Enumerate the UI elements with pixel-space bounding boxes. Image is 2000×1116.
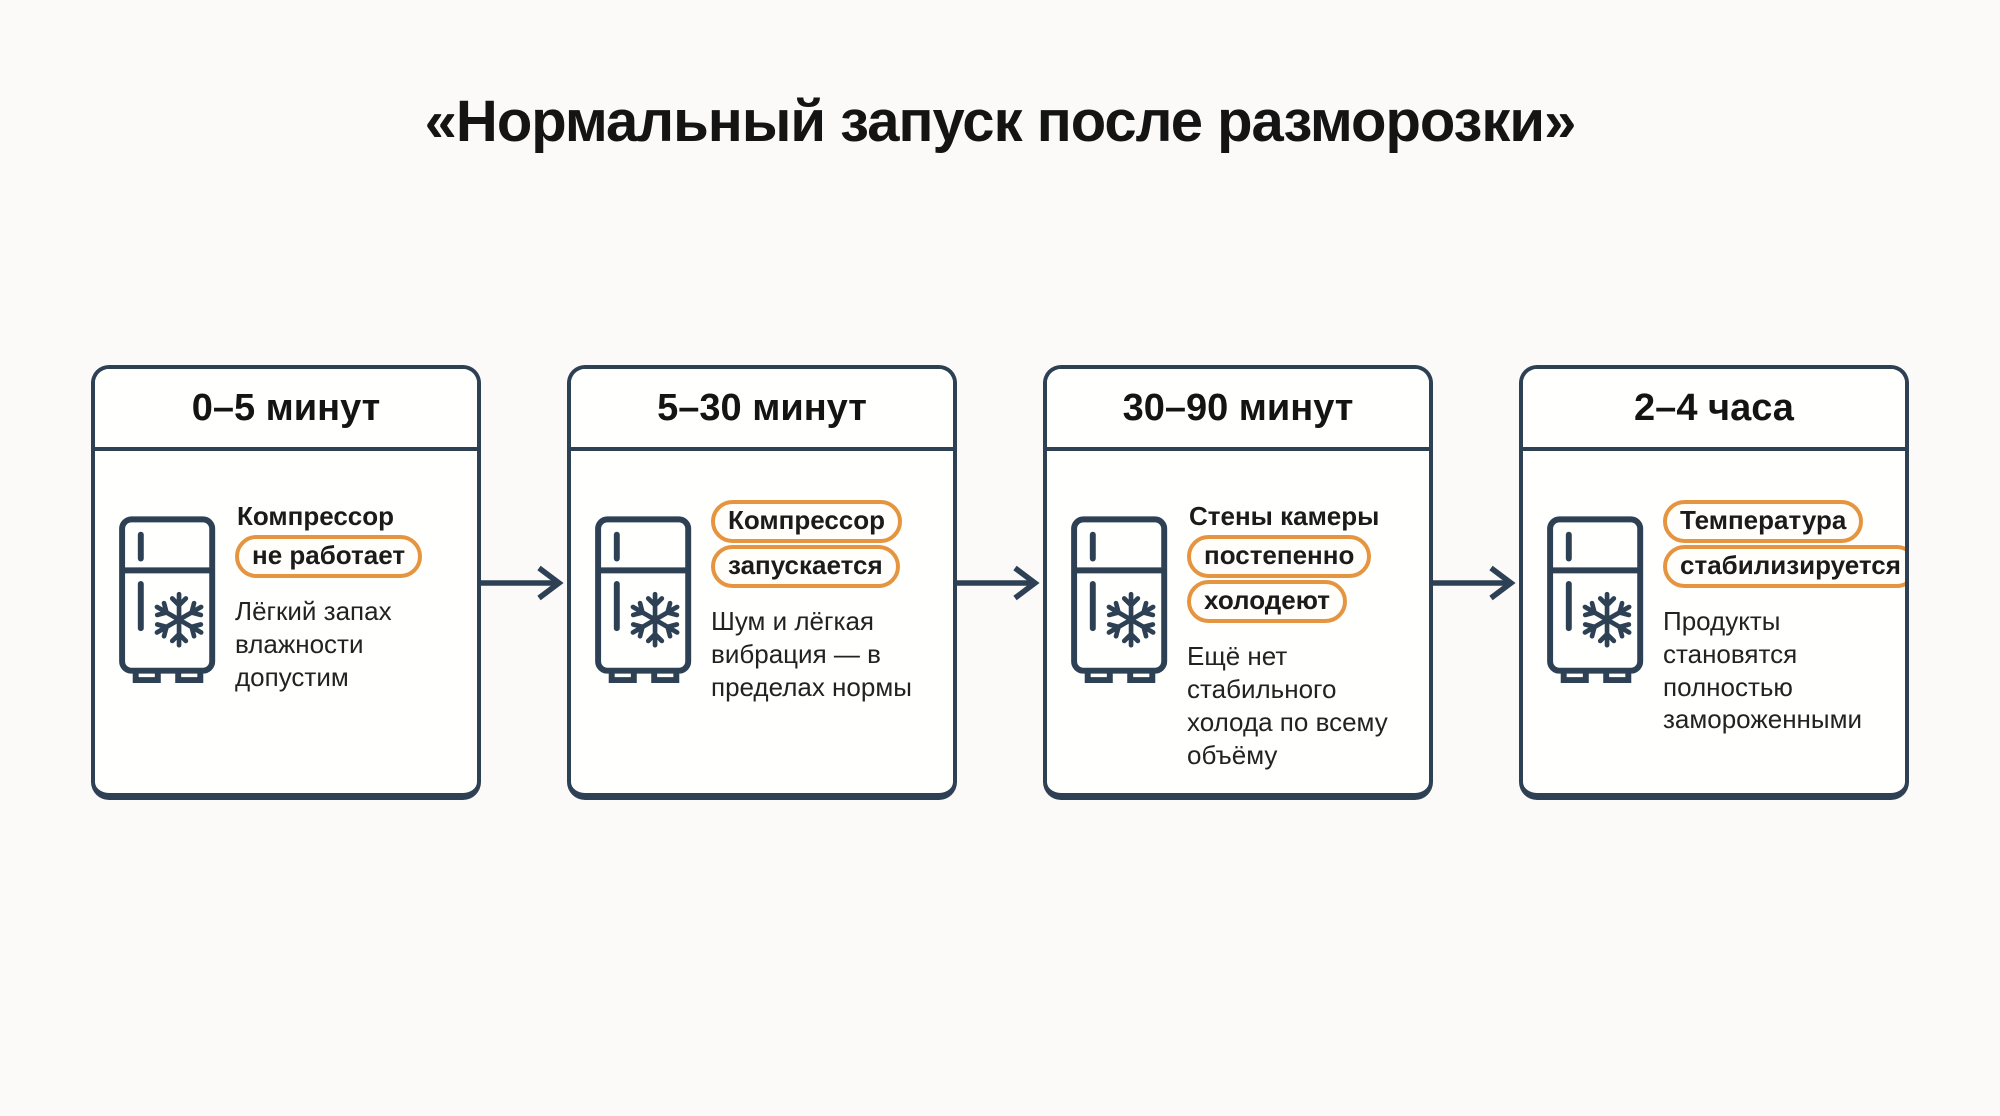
emphasis-line: Компрессор xyxy=(235,499,469,534)
stage-emphasis: Компрессор не работает xyxy=(235,499,469,579)
fridge-snowflake-icon xyxy=(595,516,692,684)
emphasis-line: запускается xyxy=(711,544,945,589)
highlight-pill: не работает xyxy=(235,535,423,579)
stage-time: 30–90 минут xyxy=(1047,369,1429,451)
emphasis-line: Стены камеры xyxy=(1187,499,1421,534)
highlight-pill: стабилизируется xyxy=(1663,545,1905,589)
stage-description: Продукты становятся полностью замороженн… xyxy=(1663,606,1862,735)
emphasis-line: Компрессор xyxy=(711,499,945,544)
stage-description: Шум и лёгкая вибрация — в пределах нормы xyxy=(711,606,912,702)
stage-description: Лёгкий запах влажности допустим xyxy=(235,596,392,692)
arrow-wrap xyxy=(481,563,567,603)
stage-card: 2–4 часа xyxy=(1519,365,1909,800)
emphasis-line: не работает xyxy=(235,534,469,579)
arrow-wrap xyxy=(1433,563,1519,603)
emphasis-text: Стены камеры xyxy=(1189,501,1380,531)
stage-card: 5–30 минут xyxy=(567,365,957,800)
arrow-right-icon xyxy=(957,565,1040,601)
page-title: «Нормальный запуск после разморозки» xyxy=(424,89,1577,154)
fridge-snowflake-icon xyxy=(119,516,216,684)
stage-card: 30–90 минут xyxy=(1043,365,1433,800)
emphasis-text: Компрессор xyxy=(237,501,395,531)
highlight-pill: Компрессор xyxy=(711,500,903,544)
arrow-right-icon xyxy=(1433,565,1516,601)
arrow-right-icon xyxy=(481,565,564,601)
stage-time: 2–4 часа xyxy=(1523,369,1905,451)
highlight-pill: постепенно xyxy=(1187,535,1372,579)
emphasis-line: постепенно xyxy=(1187,534,1421,579)
highlight-pill: запускается xyxy=(711,545,900,589)
fridge-snowflake-icon xyxy=(1071,516,1168,684)
emphasis-line: стабилизируется xyxy=(1663,544,1905,589)
highlight-pill: холодеют xyxy=(1187,580,1348,624)
arrow-wrap xyxy=(957,563,1043,603)
stage-time: 5–30 минут xyxy=(571,369,953,451)
highlight-pill: Температура xyxy=(1663,500,1864,544)
timeline: 0–5 минут xyxy=(0,365,2000,800)
stage-description: Ещё нет стабильного холода по всему объё… xyxy=(1187,641,1388,770)
stage-body: Компрессор не работает Лёгкий запах влажн… xyxy=(95,451,477,693)
emphasis-line: холодеют xyxy=(1187,579,1421,624)
stage-time: 0–5 минут xyxy=(95,369,477,451)
fridge-snowflake-icon xyxy=(1547,516,1644,684)
stage-card: 0–5 минут xyxy=(91,365,481,800)
stage-text: Компрессор не работает Лёгкий запах влажн… xyxy=(219,499,469,693)
emphasis-line: Температура xyxy=(1663,499,1897,544)
